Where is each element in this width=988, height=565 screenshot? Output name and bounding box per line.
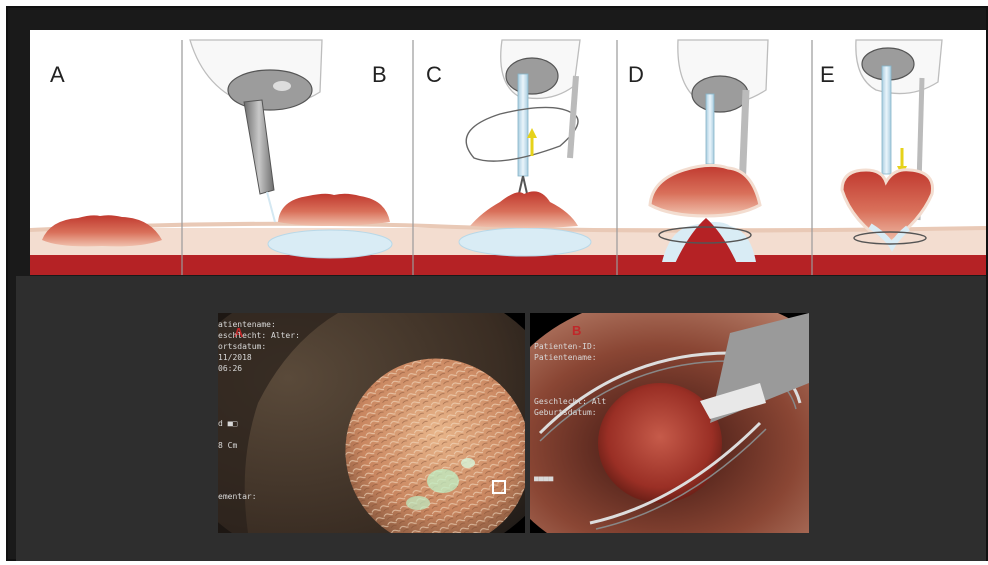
osd-line: d ■□ (218, 418, 300, 429)
procedure-diagram: A B C (30, 30, 986, 275)
figure-frame: A B C (6, 6, 988, 561)
fluid-cushion (459, 228, 591, 256)
fluid-cushion (268, 230, 392, 258)
scope-tip (692, 76, 748, 112)
panel-letter-b: B (372, 62, 387, 87)
injection-needle (267, 192, 275, 222)
panel-letter-e: E (820, 62, 835, 87)
photo-letter-b: B (572, 323, 581, 338)
osd-line: 11/2018 (218, 352, 300, 363)
light-reflection (427, 469, 459, 493)
forceps-sheath (706, 94, 714, 164)
forceps-sheath (882, 66, 891, 174)
osd-line: ■■■■ (534, 473, 606, 484)
panel-c: C (426, 40, 591, 256)
osd-line: Geschlecht: Alt (534, 396, 606, 407)
injection-catheter (244, 100, 274, 194)
osd-line: atientename: (218, 319, 300, 330)
panel-letter-c: C (426, 62, 442, 87)
osd-line: 06:26 (218, 363, 300, 374)
scope-tip (228, 70, 312, 110)
osd-line: 8 Cm (218, 440, 300, 451)
panel-a: A (42, 62, 162, 246)
osd-overlay-a: atientename: eschlecht: Alter: ortsdatum… (218, 319, 300, 502)
endoscopy-photo-b: B Patienten-ID: Patientename: Geschlecht… (530, 313, 809, 533)
panel-letter-d: D (628, 62, 644, 87)
scope-channel (273, 81, 291, 91)
panel-e: E (820, 40, 942, 246)
muscle-layer (30, 255, 986, 275)
lesion-tented (470, 191, 578, 228)
light-reflection (406, 496, 430, 510)
osd-line: ortsdatum: (218, 341, 300, 352)
osd-line: Patienten-ID: (534, 341, 606, 352)
lift-arrowhead (527, 128, 537, 138)
lesion-flat (42, 215, 162, 246)
osd-line: Patientename: (534, 352, 606, 363)
lesion-lifted (278, 194, 390, 226)
endoscopy-photo-a: A atientename: eschlecht: Alter: ortsdat… (218, 313, 525, 533)
light-reflection (461, 458, 475, 468)
osd-line: ementar: (218, 491, 300, 502)
osd-line: eschlecht: Alter: (218, 330, 300, 341)
endoscopy-images: A atientename: eschlecht: Alter: ortsdat… (16, 276, 986, 561)
osd-overlay-b: Patienten-ID: Patientename: Geschlecht: … (534, 341, 606, 484)
panel-letter-a: A (50, 62, 65, 87)
lesion-pseudopolyp (650, 165, 760, 216)
diagram-svg: A B C (30, 30, 986, 275)
forceps-sheath (518, 74, 528, 176)
scope-tip (506, 58, 558, 94)
osd-line: Geburtsdatum: (534, 407, 606, 418)
